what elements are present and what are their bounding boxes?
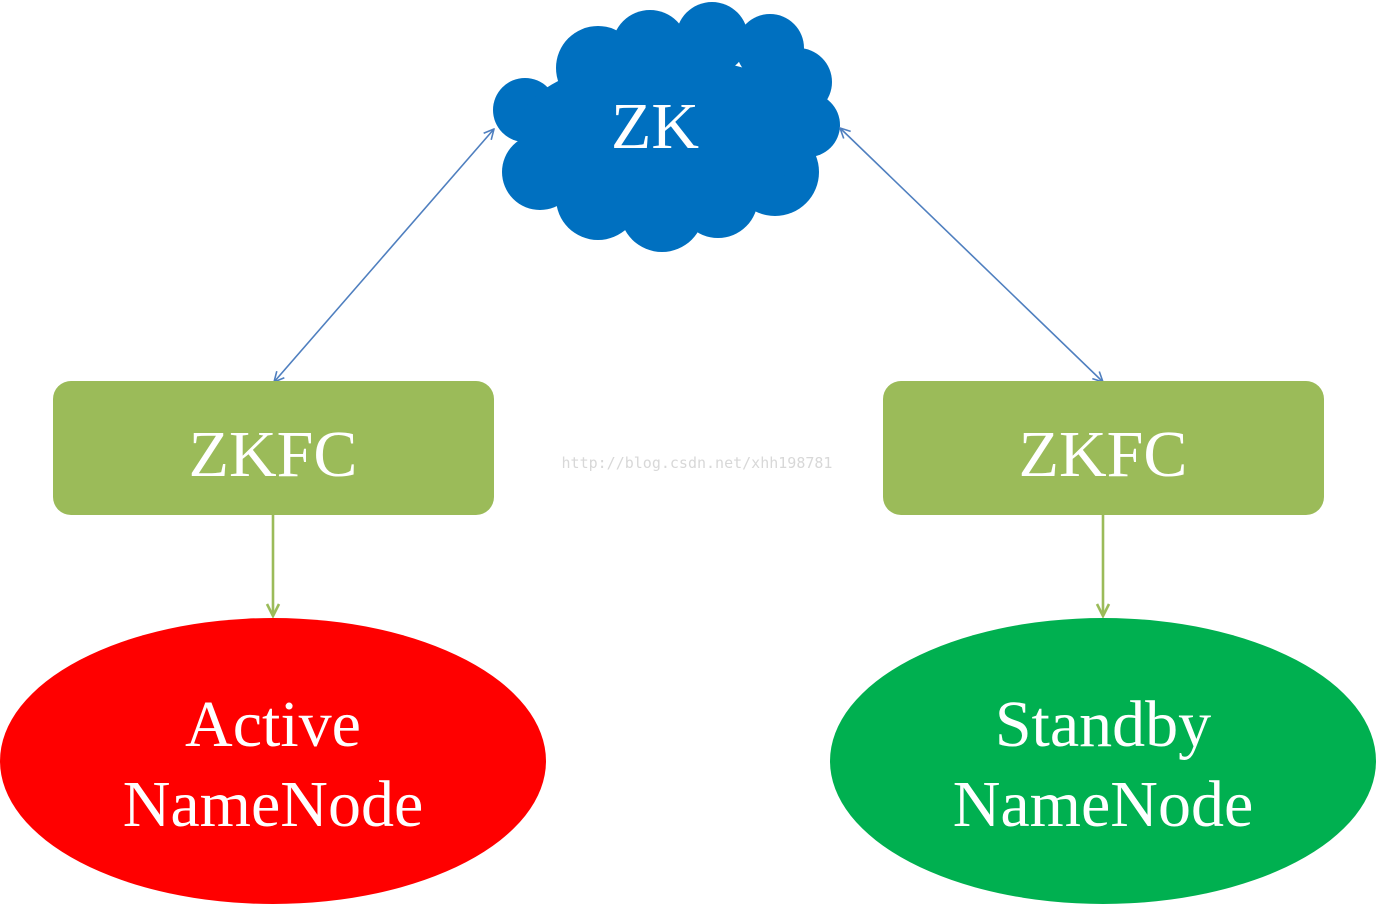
zkfc-left-label: ZKFC	[189, 418, 358, 491]
active-namenode-line2: NameNode	[123, 768, 424, 841]
active-namenode-line1: Active	[185, 688, 361, 761]
zk-cloud: ZK	[493, 2, 840, 252]
zkfc-left-box: ZKFC	[53, 381, 494, 515]
standby-namenode: Standby NameNode	[830, 618, 1376, 904]
zkfc-right-label: ZKFC	[1019, 418, 1188, 491]
link-zk-zkfc-right	[840, 128, 1103, 382]
standby-namenode-line1: Standby	[995, 688, 1211, 761]
standby-namenode-line2: NameNode	[953, 768, 1254, 841]
link-zk-zkfc-left	[274, 129, 494, 382]
zkfc-right-box: ZKFC	[883, 381, 1324, 515]
zk-label: ZK	[611, 90, 699, 163]
watermark-text: http://blog.csdn.net/xhh198781	[562, 454, 833, 472]
active-namenode: Active NameNode	[0, 618, 546, 904]
